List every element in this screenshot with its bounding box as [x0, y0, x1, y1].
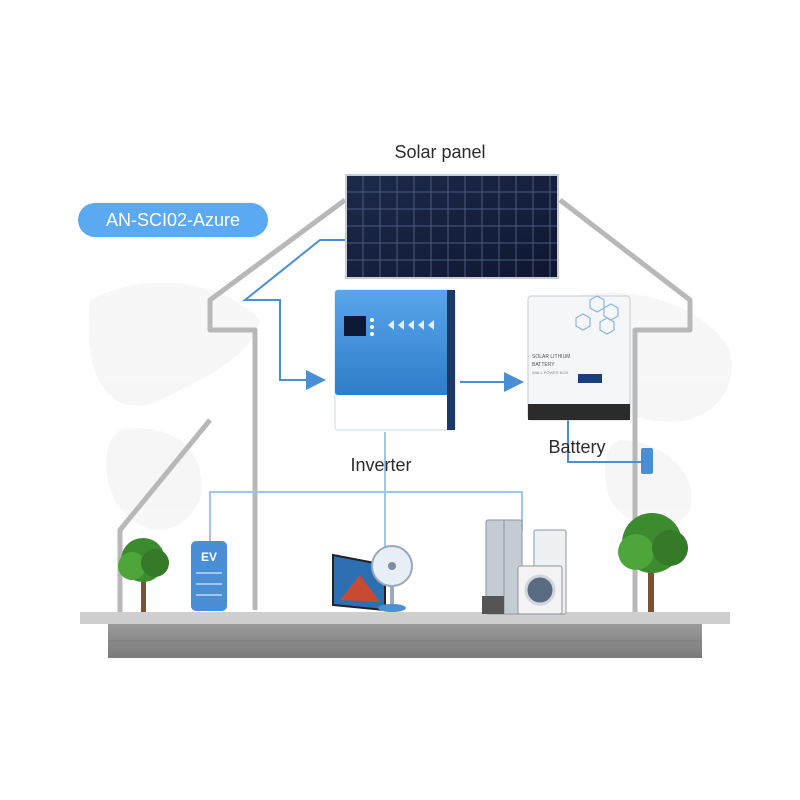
inverter-indicators: [388, 320, 434, 330]
tree-right: [618, 513, 688, 612]
battery-text-line1: SOLAR LITHIUM: [532, 354, 570, 360]
solar-panel-grid: [347, 176, 557, 277]
ground-strip: [80, 612, 730, 658]
battery-hexagons: [575, 295, 619, 335]
ev-charger-label: EV: [201, 550, 217, 564]
wiring: [242, 239, 643, 463]
battery-label: Battery: [548, 437, 605, 457]
battery-text-line3: WALL POWER BOX: [532, 370, 569, 375]
loads-wiring: [209, 432, 523, 560]
breaker-box: [641, 448, 653, 474]
tree-left: [118, 538, 169, 612]
house-outline: [117, 197, 693, 612]
fan-icon: [371, 545, 413, 612]
battery-screen: [578, 374, 602, 383]
inverter-buttons: [370, 318, 374, 336]
inverter-device: [334, 289, 456, 431]
model-badge: AN-SCI02-Azure: [78, 203, 268, 237]
appliances-icon: [482, 519, 567, 615]
solar-panel: [345, 174, 559, 279]
inverter-label: Inverter: [350, 455, 411, 475]
solar-panel-label: Solar panel: [394, 142, 485, 162]
battery-device: SOLAR LITHIUM BATTERY WALL POWER BOX: [527, 295, 631, 421]
inverter-screen: [344, 316, 366, 336]
battery-text-line2: BATTERY: [532, 362, 555, 368]
ev-charger: EV: [191, 541, 227, 611]
